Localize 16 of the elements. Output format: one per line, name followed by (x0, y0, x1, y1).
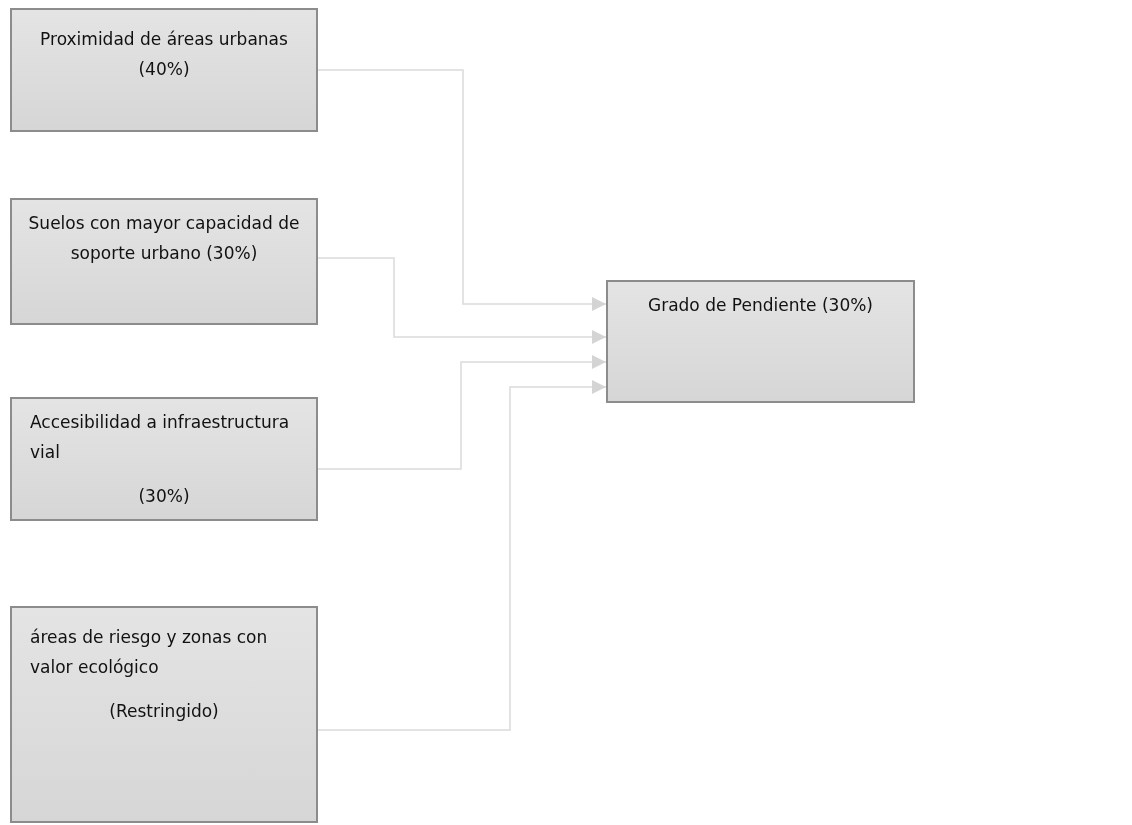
connector-arrow (317, 69, 607, 311)
factor-box (606, 280, 915, 403)
box-label: áreas de riesgo y zonas con valor ecológico (30, 626, 269, 679)
box-label: (Restringido) (108, 700, 220, 723)
factor-box (10, 198, 318, 325)
connector-arrow (317, 380, 607, 731)
box-label: (30%) (137, 485, 191, 508)
box-label: Suelos con mayor capacidad de soporte urbano (30%) (28, 212, 300, 265)
box-label: Accesibilidad a infraestructura vial (30, 411, 291, 464)
factor-box (10, 606, 318, 823)
box-label: Proximidad de áreas urbanas (40%) (39, 28, 289, 81)
connector-arrow (317, 257, 607, 344)
connector-arrow (317, 355, 607, 470)
box-label: Grado de Pendiente (30%) (646, 294, 874, 317)
factor-box (10, 397, 318, 521)
factor-box (10, 8, 318, 132)
